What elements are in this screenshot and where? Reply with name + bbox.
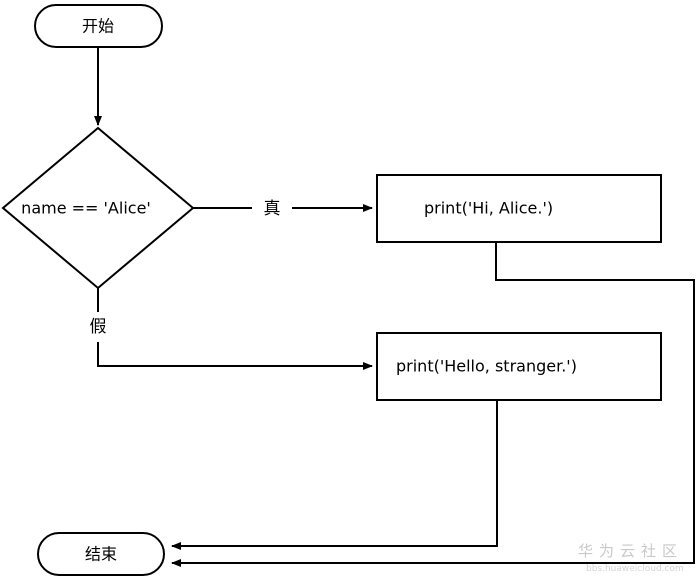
action-true-label: print('Hi, Alice.') xyxy=(424,199,553,218)
false-branch-label: 假 xyxy=(90,317,107,337)
start-node: 开始 xyxy=(34,4,163,48)
arrow-true-action-to-end xyxy=(171,242,695,567)
end-node: 结束 xyxy=(37,532,165,576)
arrow-false-to-action xyxy=(97,342,373,370)
start-label: 开始 xyxy=(82,17,114,36)
decision-node: name == 'Alice' xyxy=(1,126,195,290)
action-true-node: print('Hi, Alice.') xyxy=(376,174,662,243)
decision-label: name == 'Alice' xyxy=(21,199,151,218)
watermark-brand: 华为云社区 xyxy=(578,542,683,560)
action-false-label: print('Hello, stranger.') xyxy=(396,357,577,376)
end-label: 结束 xyxy=(85,545,117,564)
true-branch-label: 真 xyxy=(264,199,281,219)
action-false-node: print('Hello, stranger.') xyxy=(376,332,662,401)
watermark: 华为云社区 bbs.huaweicloud.com xyxy=(578,542,684,574)
arrow-false-action-to-end xyxy=(171,400,498,550)
watermark-url: bbs.huaweicloud.com xyxy=(586,564,684,574)
